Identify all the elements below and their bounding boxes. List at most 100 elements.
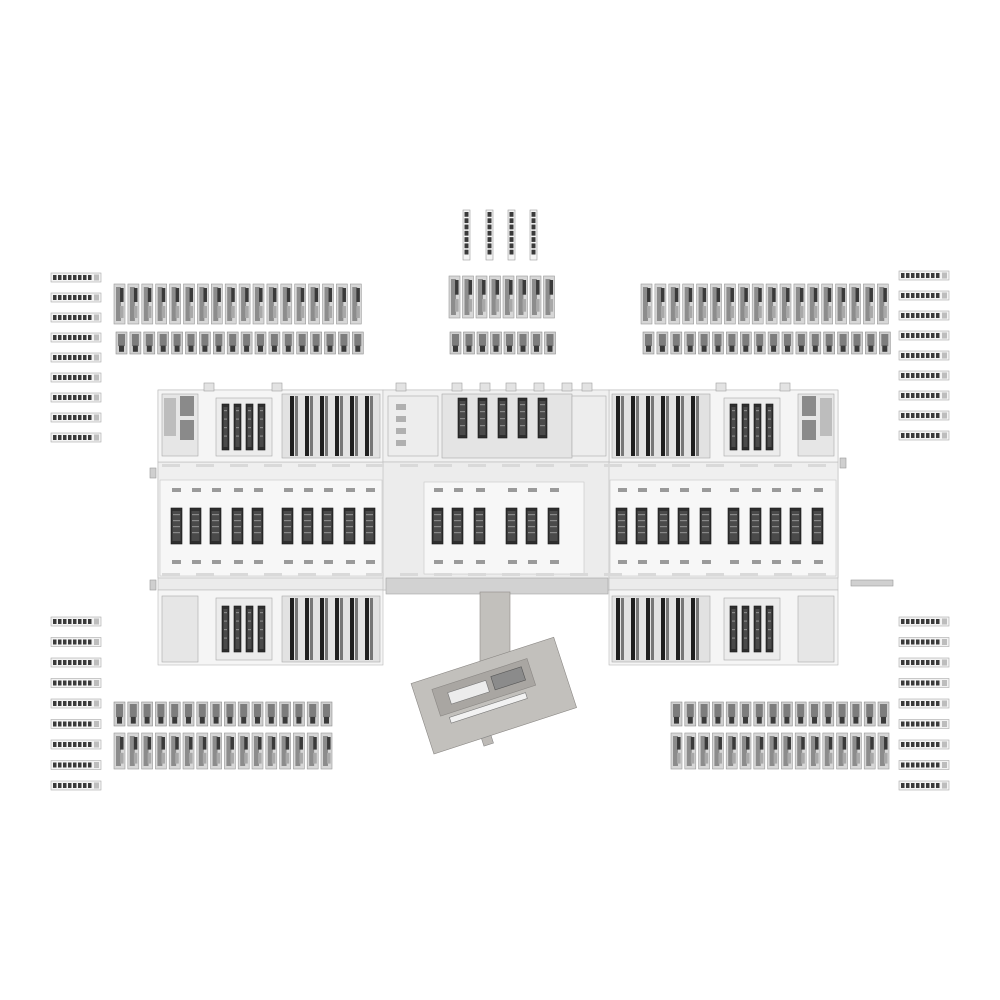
- generator-engine: [116, 287, 121, 321]
- generator-unit: [876, 283, 889, 325]
- core-office: [387, 395, 439, 457]
- roof-vent: [271, 382, 283, 392]
- generator-unit: [322, 283, 334, 325]
- battery-string: [365, 598, 369, 660]
- cooler-fan: [921, 373, 925, 378]
- rack-slot: [236, 612, 239, 614]
- generator-panel: [674, 306, 679, 318]
- rack-slot: [768, 427, 771, 429]
- rack-cabinet: [677, 507, 690, 545]
- cooler-fan: [926, 273, 930, 278]
- generator-grille: [673, 345, 679, 352]
- battery-string: [631, 598, 635, 660]
- cooler-fan: [68, 680, 72, 686]
- cooler-fan: [83, 721, 87, 727]
- cooler-fan: [901, 293, 905, 298]
- generator-enclosure: [756, 334, 764, 347]
- cooler-fan: [936, 273, 940, 278]
- rack-slot: [460, 418, 465, 420]
- cooler-fan: [936, 373, 940, 378]
- rack-cap: [172, 488, 181, 492]
- generator-unit: [129, 331, 142, 355]
- generator-engine: [281, 736, 287, 766]
- generator-enclosure: [645, 334, 652, 347]
- generator-grille: [839, 716, 845, 724]
- generator-radiator: [175, 737, 179, 750]
- cooler-cap: [94, 354, 99, 361]
- rack-slot: [248, 427, 251, 429]
- corridor-mark: [230, 464, 248, 467]
- generator-engine: [852, 736, 858, 766]
- battery-rail: [696, 396, 699, 456]
- rack-slot: [260, 620, 263, 622]
- cooler-unit: [898, 780, 950, 791]
- generator-unit: [877, 701, 890, 727]
- generator-unit: [476, 331, 489, 355]
- generator-unit: [684, 331, 697, 355]
- generator-engine: [754, 287, 760, 321]
- cooler-fan: [73, 295, 77, 300]
- cooler-fan: [936, 433, 940, 438]
- generator-engine: [338, 287, 344, 321]
- tower-fan: [464, 230, 469, 236]
- generator-unit: [293, 732, 305, 770]
- generator-enclosure: [797, 704, 805, 718]
- cooler-fan: [921, 273, 925, 278]
- corridor-mark: [774, 573, 792, 576]
- generator-enclosure: [533, 334, 540, 347]
- generator-unit: [543, 275, 555, 319]
- tower-fan: [531, 212, 536, 217]
- cooler-fan: [53, 660, 57, 665]
- rack-slot: [173, 526, 180, 528]
- generator-enclosure: [215, 334, 223, 347]
- generator-enclosure: [326, 334, 334, 347]
- generator-radiator: [746, 737, 750, 750]
- cooler-fan: [916, 333, 920, 338]
- generator-panel: [869, 306, 873, 318]
- generator-unit: [753, 331, 766, 355]
- corridor-mark: [298, 573, 316, 576]
- rack-cabinet: [769, 507, 782, 545]
- rack-slot: [260, 637, 263, 639]
- generator-unit: [210, 732, 222, 770]
- cooler-fan: [911, 433, 915, 438]
- generator-engine: [809, 287, 815, 321]
- rack-cabinet: [431, 507, 444, 545]
- rack-slot: [744, 410, 747, 412]
- generator-unit: [544, 331, 556, 355]
- rack-slot: [434, 526, 441, 528]
- side-nub: [149, 467, 157, 479]
- cooler-fan: [931, 639, 935, 645]
- cooler-fan: [911, 293, 915, 298]
- corridor-mark: [740, 573, 758, 576]
- generator-unit: [670, 331, 683, 355]
- cooler-cap: [94, 618, 99, 625]
- cooler-fan: [58, 783, 62, 788]
- battery-rail: [340, 396, 343, 456]
- tower-fan: [509, 237, 514, 242]
- tower-unit: [529, 209, 538, 261]
- cooler-fan: [78, 335, 82, 340]
- generator-engine: [116, 736, 121, 766]
- generator-enclosure: [839, 334, 847, 347]
- generator-unit: [141, 732, 153, 770]
- rack-slot: [756, 435, 759, 437]
- tower-fan: [464, 224, 469, 230]
- corridor-mark: [570, 573, 588, 576]
- tower-fan: [464, 243, 469, 249]
- rack-slot: [480, 404, 485, 406]
- generator-grille: [812, 716, 817, 724]
- rack-cabinet: [473, 507, 486, 545]
- generator-engine: [824, 736, 830, 766]
- generator-engine: [323, 736, 328, 766]
- rack-slot: [260, 629, 263, 631]
- generator-enclosure: [145, 334, 153, 347]
- generator-unit: [294, 283, 307, 325]
- generator-enclosure: [229, 334, 237, 347]
- generator-engine: [491, 279, 497, 315]
- cooler-fan: [901, 639, 905, 645]
- rack-slot: [248, 410, 251, 412]
- generator-grille: [812, 345, 818, 352]
- generator-radiator: [690, 737, 695, 750]
- generator-unit: [182, 701, 195, 727]
